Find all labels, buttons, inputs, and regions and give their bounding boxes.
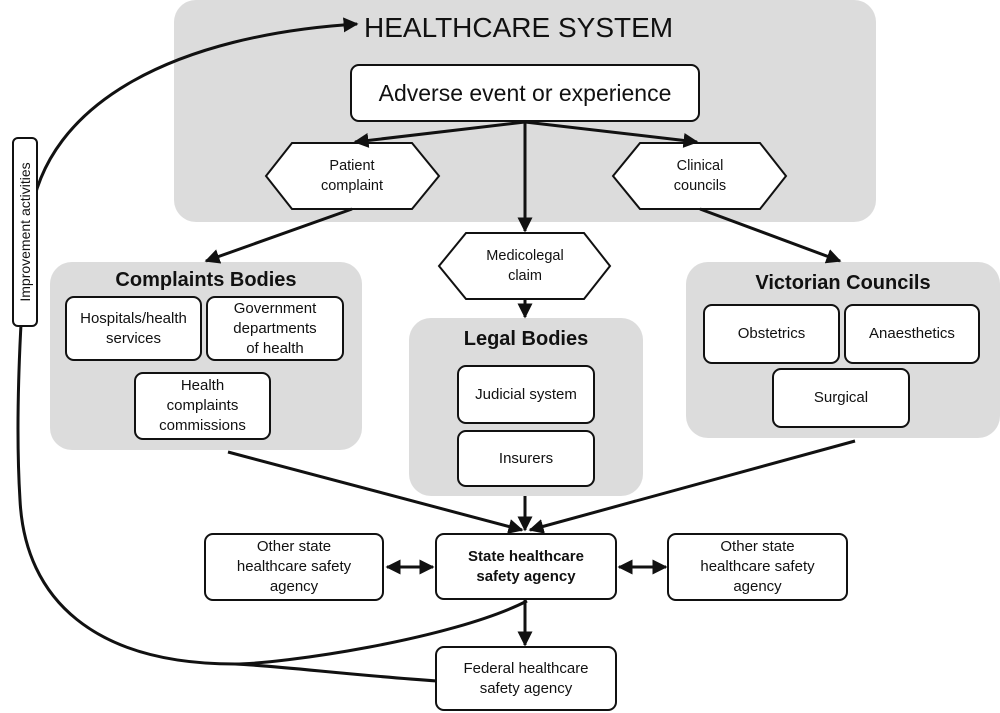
health-complaints-commissions-box: Health complaints commissions (134, 372, 271, 440)
federal-agency-box: Federal healthcare safety agency (435, 646, 617, 711)
arrow-complaints-to-state (227, 450, 524, 534)
federal-feedback-curve (234, 662, 438, 683)
healthcare-system-title: HEALTHCARE SYSTEM (364, 12, 674, 43)
state-agency-box: State healthcare safety agency (435, 533, 617, 600)
patient-complaint-label: Patient complaint (320, 158, 384, 194)
other-state-agency-left-box: Other state healthcare safety agency (204, 533, 384, 601)
medicolegal-claim-label: Medicolegal claim (486, 248, 564, 284)
medicolegal-claim-hexagon (437, 232, 612, 300)
government-departments-box: Government departments of health (206, 296, 344, 361)
patient-complaint-hexagon (264, 142, 441, 210)
obstetrics-box: Obstetrics (703, 304, 840, 364)
hospitals-box: Hospitals/health services (65, 296, 202, 361)
legal-bodies-title: Legal Bodies (463, 328, 589, 350)
improvement-activities-label: Improvement activities (12, 137, 38, 327)
insurers-box: Insurers (457, 430, 595, 487)
adverse-event-box: Adverse event or experience (350, 64, 700, 122)
complaints-bodies-title: Complaints Bodies (115, 269, 297, 291)
clinical-councils-label: Clinical councils (673, 158, 727, 194)
judicial-system-box: Judicial system (457, 365, 595, 424)
arrow-to-clinical-councils (524, 120, 699, 148)
arrow-to-complaints-bodies (204, 207, 353, 264)
arrow-to-victorian-councils (699, 207, 842, 264)
clinical-councils-hexagon (611, 142, 788, 210)
improvement-loop-curve (16, 17, 528, 666)
surgical-box: Surgical (772, 368, 910, 428)
arrow-victorian-to-state (528, 439, 856, 534)
arrow-to-patient-complaint (353, 120, 526, 148)
victorian-councils-title: Victorian Councils (755, 272, 931, 294)
anaesthetics-box: Anaesthetics (844, 304, 980, 364)
other-state-agency-right-box: Other state healthcare safety agency (667, 533, 848, 601)
